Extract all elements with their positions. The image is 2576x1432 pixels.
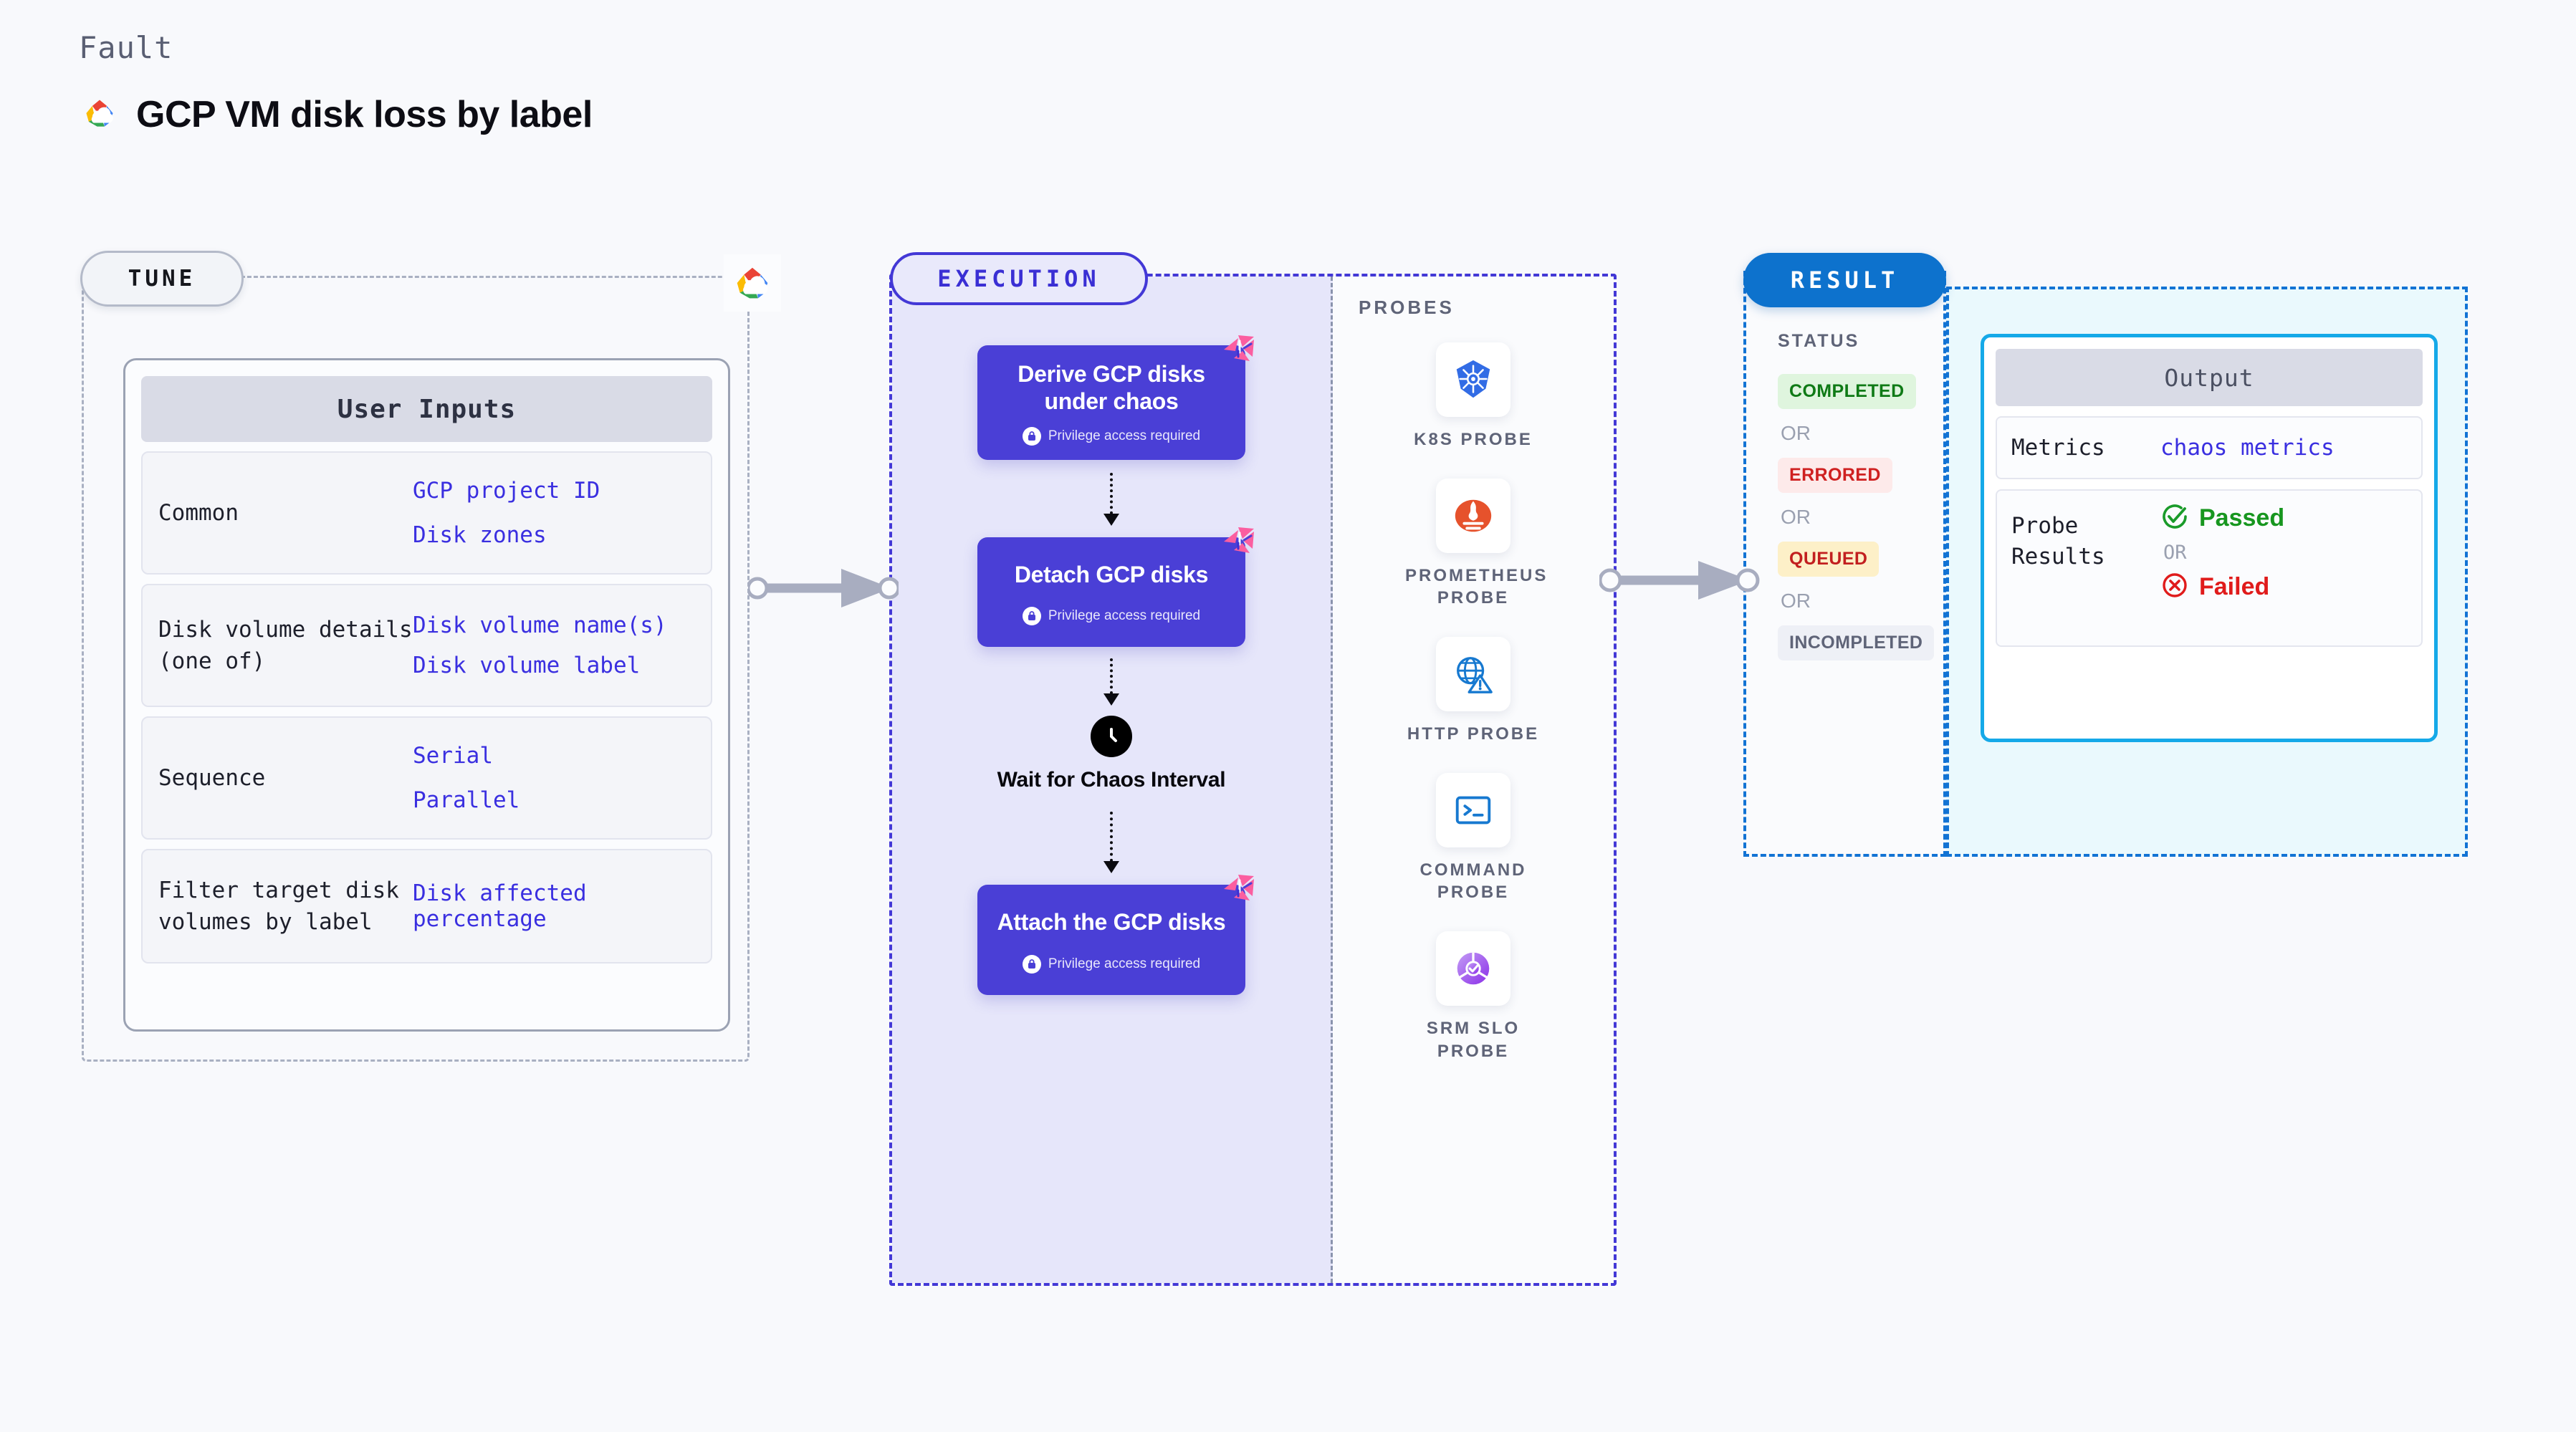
execution-panel: Derive GCP disks under chaos Privilege a…	[889, 274, 1617, 1286]
lock-icon	[1022, 607, 1041, 626]
probe-prometheus[interactable]: PROMETHEUS PROBE	[1405, 478, 1548, 610]
tune-row-value[interactable]: Parallel	[413, 787, 520, 813]
probe-result-passed: Passed	[2160, 502, 2284, 534]
status-badge-errored: ERRORED	[1778, 458, 1892, 493]
status-title: STATUS	[1778, 331, 1860, 351]
result-output-panel: Output Metrics chaos metrics Probe Resul…	[1946, 287, 2468, 857]
tune-row-value[interactable]: GCP project ID	[413, 478, 600, 504]
tune-row-value[interactable]: Disk affected percentage	[413, 880, 587, 932]
probe-label: PROMETHEUS PROBE	[1405, 565, 1548, 608]
status-badge-completed: COMPLETED	[1778, 374, 1916, 409]
status-badge-incompleted: INCOMPLETED	[1778, 625, 1935, 660]
check-circle-icon	[2160, 502, 2189, 534]
srm-slo-icon	[1436, 931, 1510, 1006]
output-row-key: Metrics	[2011, 434, 2105, 461]
x-circle-icon	[2160, 571, 2189, 603]
gcp-logo-icon	[80, 97, 119, 133]
tune-row-key: Filter target disk volumes by label	[158, 877, 399, 935]
flow-arrow	[1103, 472, 1119, 526]
chaos-ribbon-icon	[1222, 526, 1255, 556]
execution-step-title: Wait for Chaos Interval	[997, 768, 1226, 792]
tune-row-value[interactable]: Disk zones	[413, 522, 547, 548]
status-or: OR	[1781, 590, 1811, 612]
probe-command[interactable]: COMMAND PROBE	[1405, 772, 1541, 904]
execution-step-title: Derive GCP disks under chaos	[1018, 361, 1205, 414]
execution-step-derive-disks[interactable]: Derive GCP disks under chaos Privilege a…	[977, 335, 1254, 460]
tune-panel	[82, 276, 750, 1062]
tune-row-value[interactable]: Serial	[413, 743, 493, 769]
status-or: OR	[1781, 506, 1811, 528]
flow-arrow	[1103, 658, 1119, 706]
result-badge: RESULT	[1743, 253, 1946, 307]
tune-gcp-logo-icon	[724, 254, 781, 312]
probes-list: K8S PROBE PROMETHEUS PROBE	[1333, 342, 1614, 1062]
tune-row-disk-volume-details: Disk volume details (one of) Disk volume…	[141, 584, 712, 707]
output-title: Output	[1996, 349, 2423, 406]
kubernetes-icon	[1435, 342, 1510, 417]
output-row-probe-results: Probe Results Passed OR	[1996, 489, 2423, 647]
execution-steps: Derive GCP disks under chaos Privilege a…	[892, 277, 1331, 995]
execution-step-privilege: Privilege access required	[990, 426, 1232, 446]
probe-label: COMMAND PROBE	[1419, 860, 1527, 903]
tune-row-value[interactable]: Disk volume name(s)	[413, 612, 667, 638]
probe-result-or: OR	[2163, 542, 2187, 564]
tune-badge: TUNE	[80, 251, 244, 307]
chaos-ribbon-icon	[1222, 334, 1255, 364]
probes-column: PROBES	[1333, 277, 1614, 1283]
execution-step-privilege-label: Privilege access required	[1048, 956, 1201, 971]
globe-warning-icon	[1436, 637, 1510, 712]
status-badge-queued: QUEUED	[1778, 542, 1880, 577]
status-or: OR	[1781, 422, 1811, 444]
page-kicker: Fault	[79, 30, 173, 65]
tune-row-value[interactable]: Disk volume label	[413, 653, 641, 678]
probe-label: K8S PROBE	[1414, 430, 1533, 449]
result-status-panel: STATUS COMPLETED OR ERRORED OR QUEUED OR…	[1743, 271, 1946, 857]
output-row-key: Probe Results	[2011, 513, 2105, 570]
chaos-ribbon-icon	[1222, 873, 1255, 903]
tune-row-key: Sequence	[158, 764, 266, 791]
probe-result-failed: Failed	[2160, 571, 2284, 603]
execution-flow-column: Derive GCP disks under chaos Privilege a…	[892, 277, 1333, 1283]
connector-tune-to-execution	[746, 563, 901, 617]
clock-icon	[1091, 716, 1132, 758]
execution-step-title: Attach the GCP disks	[997, 909, 1226, 936]
output-card: Output Metrics chaos metrics Probe Resul…	[1981, 334, 2438, 742]
output-row-value[interactable]: chaos metrics	[2160, 435, 2335, 461]
probe-label: SRM SLO PROBE	[1426, 1019, 1521, 1061]
lock-icon	[1022, 955, 1041, 974]
execution-step-wait-chaos-interval: Wait for Chaos Interval	[997, 716, 1226, 793]
lock-icon	[1022, 426, 1041, 446]
connector-execution-to-result	[1598, 555, 1761, 609]
probes-title: PROBES	[1359, 297, 1455, 318]
probe-k8s[interactable]: K8S PROBE	[1414, 342, 1533, 451]
probe-result-failed-label: Failed	[2199, 573, 2270, 600]
tune-row-filter-target: Filter target disk volumes by label Disk…	[141, 849, 712, 964]
execution-step-privilege: Privilege access required	[990, 955, 1232, 974]
user-inputs-title: User Inputs	[141, 376, 712, 442]
execution-step-attach-disks[interactable]: Attach the GCP disks Privilege access re…	[977, 875, 1254, 995]
page-title: GCP VM disk loss by label	[136, 94, 593, 135]
tune-row-common: Common GCP project ID Disk zones	[141, 451, 712, 575]
terminal-icon	[1436, 772, 1510, 847]
tune-row-key: Common	[158, 499, 239, 526]
output-row-metrics: Metrics chaos metrics	[1996, 416, 2423, 479]
execution-step-privilege: Privilege access required	[990, 607, 1232, 626]
execution-step-title: Detach GCP disks	[1014, 561, 1209, 587]
tune-row-sequence: Sequence Serial Parallel	[141, 716, 712, 840]
flow-arrow	[1103, 812, 1119, 874]
execution-badge: EXECUTION	[890, 252, 1148, 305]
execution-step-detach-disks[interactable]: Detach GCP disks Privilege access requir…	[977, 527, 1254, 648]
page-title-row: GCP VM disk loss by label	[80, 93, 593, 136]
execution-step-privilege-label: Privilege access required	[1048, 428, 1201, 443]
probe-result-passed-label: Passed	[2199, 504, 2285, 532]
prometheus-icon	[1436, 478, 1510, 553]
user-inputs-card: User Inputs Common GCP project ID Disk z…	[123, 358, 730, 1032]
probe-srm-slo[interactable]: SRM SLO PROBE	[1405, 931, 1541, 1062]
probe-label: HTTP PROBE	[1407, 724, 1540, 744]
tune-row-key: Disk volume details (one of)	[158, 616, 413, 674]
probe-http[interactable]: HTTP PROBE	[1407, 637, 1539, 746]
status-list: COMPLETED OR ERRORED OR QUEUED OR INCOMP…	[1778, 374, 1935, 660]
execution-step-privilege-label: Privilege access required	[1048, 608, 1201, 624]
